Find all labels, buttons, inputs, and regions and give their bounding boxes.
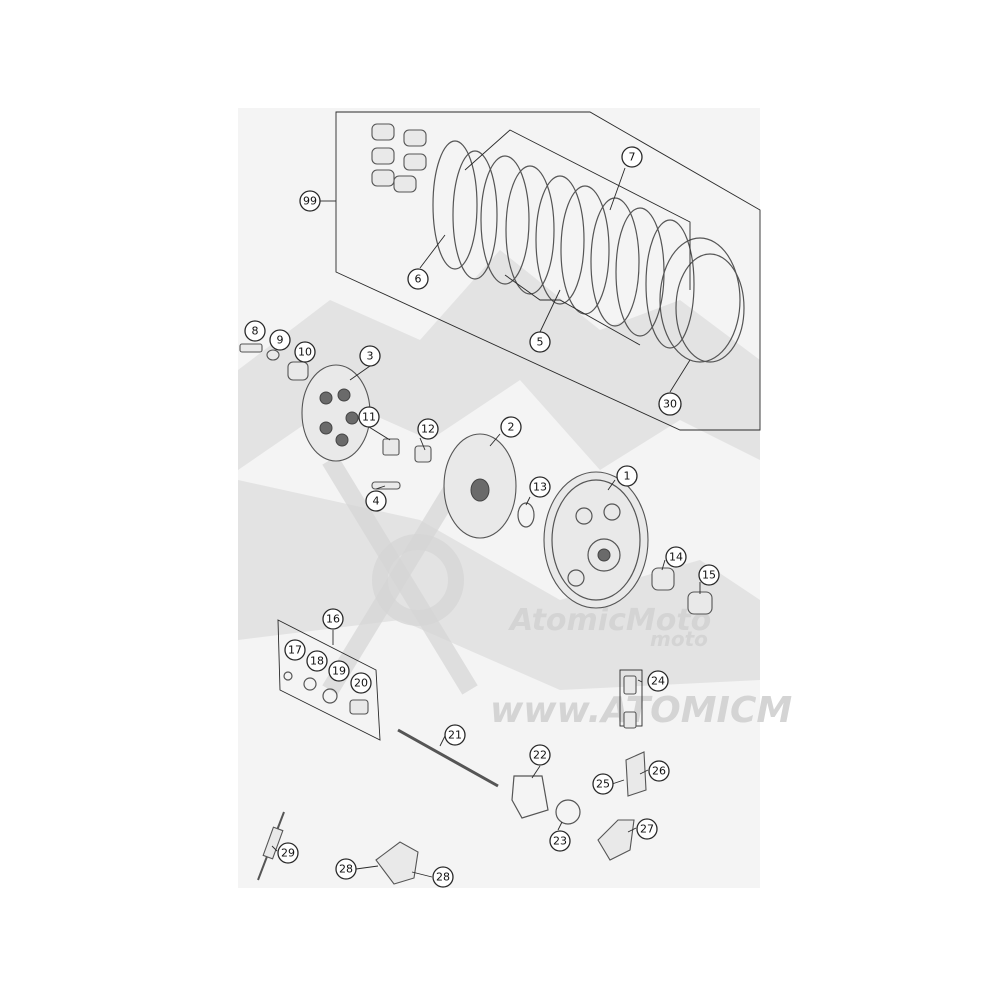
callout-17: 17	[284, 639, 306, 661]
callout-label: 24	[651, 675, 665, 688]
callout-label: 9	[277, 334, 284, 347]
callout-30: 30	[658, 392, 682, 416]
thrust-washer	[517, 502, 535, 528]
callout-29: 29	[277, 842, 299, 864]
spring	[287, 361, 309, 381]
callout-label: 21	[448, 729, 462, 742]
callout-2: 2	[500, 416, 522, 438]
callout-28-right: 28	[432, 866, 454, 888]
callout-label: 27	[640, 823, 654, 836]
callout-label: 1	[624, 470, 631, 483]
slave-piston	[349, 699, 369, 715]
inner-clutch-hub	[443, 433, 517, 539]
bleeding-syringe	[257, 811, 285, 881]
watermark-brand: AtomicMoto	[508, 603, 711, 638]
piston-kit-outline	[277, 619, 381, 741]
callout-label: 7	[629, 151, 636, 164]
watermark-logo: AtomicMoto moto www.ATOMICM	[238, 250, 792, 731]
callout-label: 15	[702, 569, 716, 582]
bleeder-screw	[623, 675, 637, 695]
callout-label: 28	[436, 871, 450, 884]
callout-6: 6	[407, 268, 429, 290]
leader-lines	[271, 167, 701, 878]
callout-label: 19	[332, 665, 346, 678]
callout-20: 20	[350, 672, 372, 694]
callout-label: 99	[303, 195, 317, 208]
push-rod	[397, 728, 499, 788]
pin	[371, 481, 401, 490]
callout-label: 13	[533, 481, 547, 494]
callout-3: 3	[359, 345, 381, 367]
callout-25: 25	[592, 773, 614, 795]
spacer-sleeve	[687, 591, 713, 615]
callout-label: 5	[537, 336, 544, 349]
pressure-plate	[301, 364, 371, 462]
callout-label: 10	[298, 346, 312, 359]
callout-7: 7	[621, 146, 643, 168]
needle-bearing	[651, 567, 675, 591]
callout-label: 6	[415, 273, 422, 286]
callout-22: 22	[529, 744, 551, 766]
o-ring	[303, 677, 317, 691]
callout-label: 25	[596, 778, 610, 791]
callout-14: 14	[665, 546, 687, 568]
callout-13: 13	[529, 476, 551, 498]
clutch-slave-cylinder	[597, 819, 635, 861]
callout-label: 2	[508, 421, 515, 434]
clutch-springs	[371, 123, 427, 193]
callout-label: 23	[553, 835, 567, 848]
watermark-url: www.ATOMICM	[490, 690, 792, 731]
cover-gasket	[511, 775, 549, 819]
callout-28-left: 28	[335, 858, 357, 880]
callout-27: 27	[636, 818, 658, 840]
callout-label: 8	[252, 325, 259, 338]
clutch-master-cylinder	[375, 841, 419, 885]
clutch-plate-stack	[432, 140, 745, 363]
callout-18: 18	[306, 650, 328, 672]
cover-o-ring	[555, 799, 581, 825]
callout-label: 26	[652, 765, 666, 778]
callout-16: 16	[322, 608, 344, 630]
callout-label: 17	[288, 644, 302, 657]
nut	[382, 438, 400, 456]
callout-15: 15	[698, 564, 720, 586]
callout-label: 12	[421, 423, 435, 436]
callout-label: 11	[362, 411, 376, 424]
callout-12: 12	[417, 418, 439, 440]
callout-label: 29	[281, 847, 295, 860]
callout-label: 30	[663, 398, 677, 411]
washer	[266, 349, 280, 361]
piston-seal	[283, 671, 293, 681]
callout-1: 1	[616, 465, 638, 487]
callout-label: 3	[367, 350, 374, 363]
clutch-kit-outline	[335, 111, 761, 431]
callout-21: 21	[444, 724, 466, 746]
callout-10: 10	[294, 341, 316, 363]
callout-label: 18	[310, 655, 324, 668]
callout-4: 4	[365, 490, 387, 512]
callout-label: 4	[373, 495, 380, 508]
callout-24: 24	[647, 670, 669, 692]
callout-99: 99	[299, 190, 321, 212]
lock-washer	[414, 445, 432, 463]
callout-11: 11	[358, 406, 380, 428]
banjo-fitting	[625, 751, 647, 797]
callout-label: 20	[354, 677, 368, 690]
callout-8: 8	[244, 320, 266, 342]
callout-label: 16	[326, 613, 340, 626]
callout-23: 23	[549, 830, 571, 852]
clutch-basket	[543, 471, 649, 609]
callout-label: 28	[339, 863, 353, 876]
seal-ring	[322, 688, 338, 704]
bleeder-cap	[623, 711, 637, 729]
callout-19: 19	[328, 660, 350, 682]
callout-label: 14	[669, 551, 683, 564]
callout-5: 5	[529, 331, 551, 353]
callout-label: 22	[533, 749, 547, 762]
bolt	[239, 343, 263, 353]
callout-9: 9	[269, 329, 291, 351]
callout-26: 26	[648, 760, 670, 782]
watermark-logo-text: moto	[650, 627, 708, 651]
